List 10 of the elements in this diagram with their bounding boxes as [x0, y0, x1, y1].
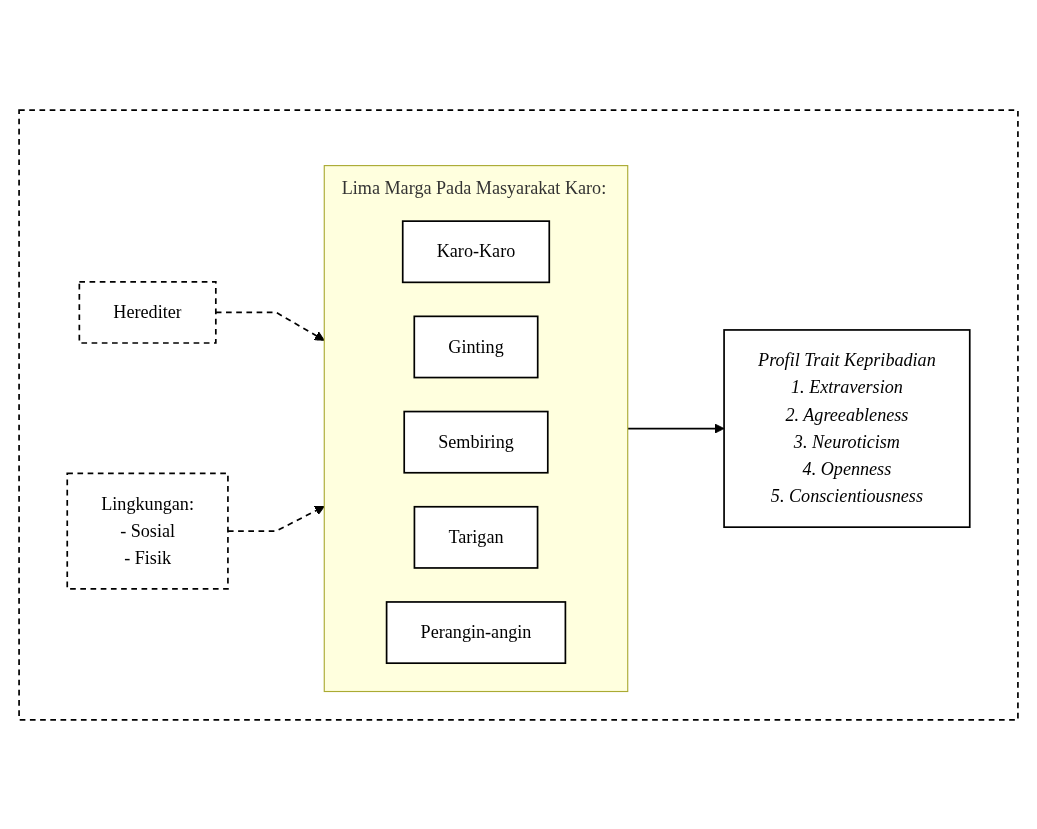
node-box: Lingkungan: - Sosial - Fisik [66, 472, 229, 590]
cluster [18, 108, 1019, 721]
arrow [227, 505, 325, 532]
node-box: Tarigan [413, 505, 539, 569]
node-box: Herediter [78, 280, 217, 344]
node-box: Sembiring [403, 410, 549, 474]
node-box: Karo-Karo [401, 219, 551, 283]
node-box: Profil Trait Kepribadian 1. Extraversion 2. Agreeableness 3. Neuroticism 4. Openness 5. Conscientiousness [723, 328, 971, 528]
node-box: Perangin-angin [385, 600, 567, 664]
node-box: Ginting [413, 315, 539, 378]
